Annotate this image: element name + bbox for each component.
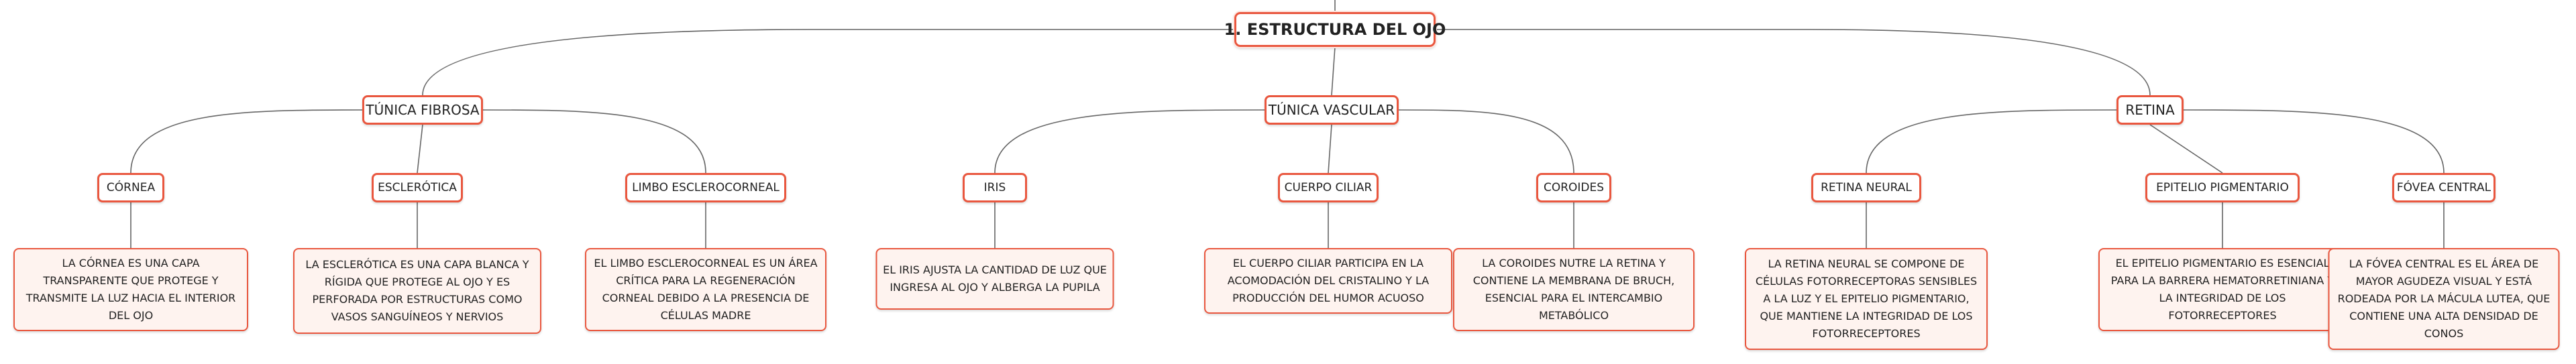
link-branch-topic [1866,109,2117,174]
link-root-branch [1331,46,1336,96]
link-branch-topic [417,124,423,174]
note-limbo-esclerocorneal[interactable]: EL LIMBO ESCLEROCORNEAL ES UN ÁREA CRÍTI… [585,248,826,331]
topic-cornea[interactable]: CÓRNEA [97,173,164,202]
branch-tunica-vascular[interactable]: TÚNICA VASCULAR [1265,95,1399,125]
topic-retina-neural[interactable]: RETINA NEURAL [1811,173,1921,202]
note-retina-neural[interactable]: LA RETINA NEURAL SE COMPONE DE CÉLULAS F… [1745,248,1988,350]
topic-fovea-central[interactable]: FÓVEA CENTRAL [2392,173,2496,202]
link-branch-topic [2183,109,2445,174]
topic-coroides[interactable]: COROIDES [1536,173,1611,202]
link-branch-topic [994,109,1265,174]
link-branch-topic [1328,124,1332,174]
note-fovea-central[interactable]: LA FÓVEA CENTRAL ES EL ÁREA DE MAYOR AGU… [2328,248,2560,350]
topic-epitelio-pigmentario[interactable]: EPITELIO PIGMENTARIO [2145,173,2300,202]
topic-iris[interactable]: IRIS [963,173,1027,202]
note-esclerotica[interactable]: LA ESCLERÓTICA ES UNA CAPA BLANCA Y RÍGI… [293,248,541,334]
link-branch-topic [130,109,363,174]
link-branch-topic [1398,109,1574,174]
note-cornea[interactable]: LA CÓRNEA ES UNA CAPA TRANSPARENTE QUE P… [13,248,248,331]
note-cuerpo-ciliar[interactable]: EL CUERPO CILIAR PARTICIPA EN LA ACOMODA… [1204,248,1452,314]
link-branch-topic [482,109,706,174]
topic-limbo-esclerocorneal[interactable]: LIMBO ESCLEROCORNEAL [625,173,786,202]
note-epitelio-pigmentario[interactable]: EL EPITELIO PIGMENTARIO ES ESENCIAL PARA… [2098,248,2347,331]
link-branch-topic [2149,124,2223,174]
link-root-branch [1436,29,2151,96]
note-iris[interactable]: EL IRIS AJUSTA LA CANTIDAD DE LUZ QUE IN… [875,248,1114,310]
topic-cuerpo-ciliar[interactable]: CUERPO CILIAR [1278,173,1379,202]
topic-esclerotica[interactable]: ESCLERÓTICA [372,173,463,202]
root-topic[interactable]: 1. ESTRUCTURA DEL OJO [1224,12,1446,47]
link-root-branch [422,29,1234,96]
branch-retina[interactable]: RETINA [2116,95,2184,125]
note-coroides[interactable]: LA COROIDES NUTRE LA RETINA Y CONTIENE L… [1453,248,1695,331]
branch-tunica-fibrosa[interactable]: TÚNICA FIBROSA [362,95,483,125]
